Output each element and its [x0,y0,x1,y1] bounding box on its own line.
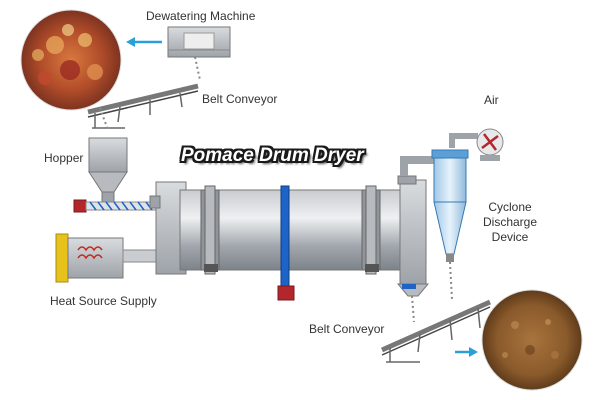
wet-pomace-image [20,9,122,111]
air-duct [400,133,478,176]
label-air: Air [484,93,499,107]
label-cyclone-line-1: Cyclone [488,200,532,214]
label-hopper: Hopper [44,151,84,165]
diagram-title: Pomace Drum Dryer [181,145,364,166]
label-belt-conveyor-bottom: Belt Conveyor [309,322,385,336]
label-cyclone-line-2: Discharge [482,215,538,229]
belt-conveyor-bottom [380,299,492,363]
output-arrow-bottom [455,347,478,357]
belt-conveyor-top [87,83,199,131]
dewatering-machine [167,26,231,81]
air-fan [476,128,504,161]
label-dewatering-machine: Dewatering Machine [146,9,256,23]
dry-pomace-image [481,289,583,391]
output-arrow-top [126,37,162,47]
hopper [88,137,128,203]
discharge-end-housing [396,175,430,323]
label-belt-conveyor-top: Belt Conveyor [202,92,278,106]
drive-gear [277,185,295,301]
heat-source-furnace [55,233,159,283]
label-cyclone-discharge-device: Cyclone Discharge Device [470,200,550,245]
rotary-drum [179,185,415,275]
cyclone-separator [431,149,469,301]
label-heat-source-supply: Heat Source Supply [50,294,157,308]
screw-feeder [73,199,159,213]
label-cyclone-line-3: Device [491,230,529,244]
